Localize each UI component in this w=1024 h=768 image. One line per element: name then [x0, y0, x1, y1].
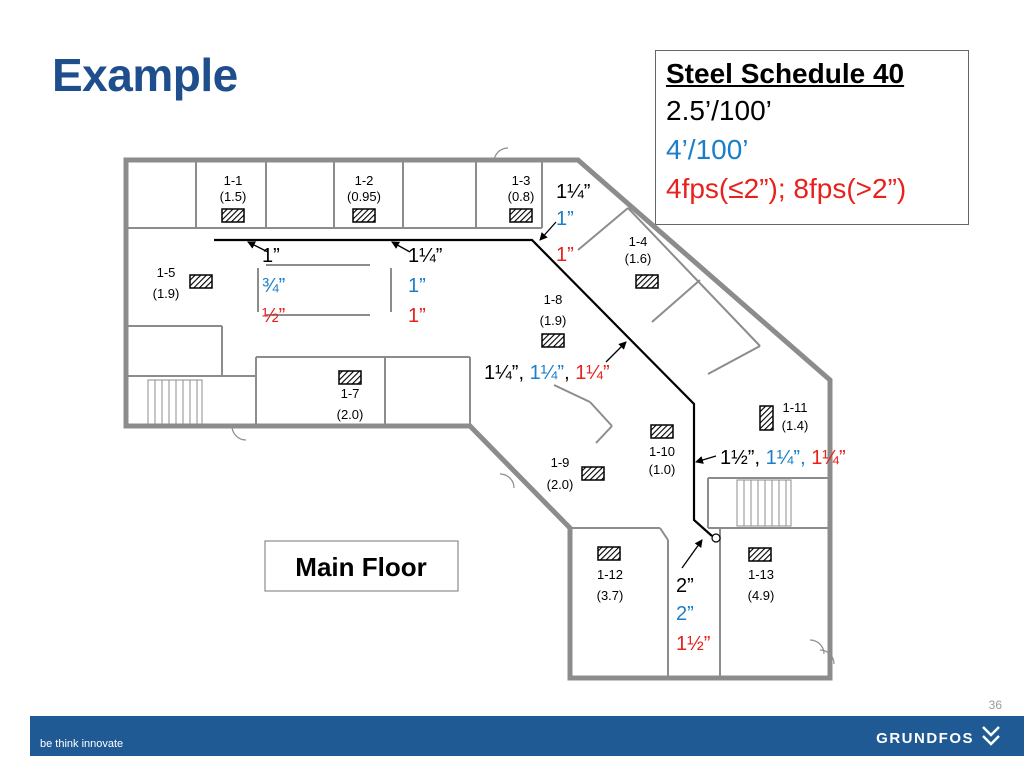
floor-label-box: Main Floor	[264, 540, 459, 592]
pipe-route	[214, 238, 713, 537]
pipe-label-sep: ,	[518, 362, 524, 384]
room-id: 1-1	[224, 173, 243, 188]
room-value: (1.6)	[625, 251, 652, 266]
callout-arrows	[247, 221, 717, 569]
pipe-label-black: 1¼”	[556, 181, 590, 203]
room-value: (2.0)	[337, 407, 364, 422]
door-swing-icon	[231, 147, 835, 665]
diffuser-icon	[581, 466, 605, 481]
pipe-label-black: 1¼”	[484, 362, 518, 384]
diffuser-icon	[352, 208, 376, 223]
diffuser-icon	[189, 274, 213, 289]
pipe-label-red: 1¼”	[811, 447, 845, 469]
footer-bar: be think innovate GRUNDFOS	[30, 716, 1024, 756]
diffuser-icon	[221, 208, 245, 223]
room-value: (3.7)	[597, 588, 624, 603]
pipe-label-black: 2”	[676, 575, 694, 597]
spec-line-red: 4fps(≤2”); 8fps(>2”)	[666, 173, 907, 204]
pipe-label-red: 1¼”	[575, 362, 609, 384]
room-id: 1-5	[157, 265, 176, 280]
pipe-label-blue: 1”	[408, 275, 426, 297]
room-id: 1-8	[544, 292, 563, 307]
room-value: (1.4)	[782, 418, 809, 433]
diffuser-icon	[338, 370, 362, 385]
pipe-label-red: 1½”	[676, 633, 710, 655]
spec-line-black: 2.5’/100’	[666, 95, 772, 126]
pipe-label-black: 1½”	[720, 447, 754, 469]
room-value: (1.0)	[649, 462, 676, 477]
svg-text:1¼”, 1¼”, 1¼”: 1¼”, 1¼”, 1¼”	[484, 362, 610, 384]
pipe-label-black: 1”	[262, 245, 280, 267]
pipe-label-sep: ,	[800, 447, 806, 469]
room-id: 1-2	[355, 173, 374, 188]
room-id: 1-7	[341, 386, 360, 401]
diffuser-icon	[748, 547, 772, 562]
room-value: (0.8)	[508, 189, 535, 204]
room-value: (1.9)	[540, 313, 567, 328]
slide-title: Example	[52, 49, 238, 101]
pipe-label-blue: 1¼”	[530, 362, 564, 384]
pipe-label-black: 1¼”	[408, 245, 442, 267]
spec-legend-box: Steel Schedule 40 2.5’/100’ 4’/100’ 4fps…	[655, 50, 969, 225]
diffuser-icon	[597, 546, 621, 561]
room-value: (4.9)	[748, 588, 775, 603]
room-id: 1-11	[782, 400, 807, 415]
pipe-label-red: 1”	[408, 305, 426, 327]
pipe-label-red: ½”	[262, 305, 285, 327]
spec-line-blue: 4’/100’	[666, 134, 749, 165]
room-value: (1.9)	[153, 286, 180, 301]
room-id: 1-4	[629, 234, 648, 249]
building-outline	[123, 157, 833, 681]
pipe-label-blue: 1¼”	[766, 447, 800, 469]
diffusers	[189, 208, 774, 562]
pipe-label-sep: ,	[754, 447, 760, 469]
room-value: (2.0)	[547, 477, 574, 492]
pipe-label-blue: ¾”	[262, 275, 285, 297]
room-value: (0.95)	[347, 189, 381, 204]
floor-label: Main Floor	[295, 552, 426, 582]
diffuser-icon	[759, 405, 774, 431]
interior-walls	[126, 160, 830, 678]
room-id: 1-10	[649, 444, 675, 459]
room-labels: 1-1 (1.5) 1-2 (0.95) 1-3 (0.8) 1-4 (1.6)…	[153, 173, 809, 603]
room-id: 1-3	[512, 173, 531, 188]
pipe-label-blue: 1”	[556, 208, 574, 230]
pipe-size-labels: 1¼” 1” 1” 1” ¾” ½” 1¼” 1” 1” 1¼”, 1¼”, 1…	[262, 181, 846, 655]
pipe-label-blue: 2”	[676, 603, 694, 625]
svg-text:1½”, 1¼”, 1¼”: 1½”, 1¼”, 1¼”	[720, 447, 846, 469]
riser-icon	[711, 533, 721, 543]
diffuser-icon	[650, 424, 674, 439]
room-value: (1.5)	[220, 189, 247, 204]
stairs-icon	[736, 479, 792, 527]
diffuser-icon	[635, 274, 659, 289]
brand-logo: GRUNDFOS	[876, 730, 974, 747]
stairs-icon	[147, 379, 203, 425]
page-number: 36	[988, 698, 1002, 712]
diffuser-icon	[541, 333, 565, 348]
grundfos-mark-icon	[982, 726, 1000, 746]
diffuser-icon	[509, 208, 533, 223]
room-id: 1-9	[551, 455, 570, 470]
spec-title: Steel Schedule 40	[666, 58, 905, 89]
room-id: 1-12	[597, 567, 623, 582]
footer-tagline: be think innovate	[40, 738, 124, 750]
pipe-label-red: 1”	[556, 244, 574, 266]
room-id: 1-13	[748, 567, 774, 582]
pipe-label-sep: ,	[564, 362, 570, 384]
